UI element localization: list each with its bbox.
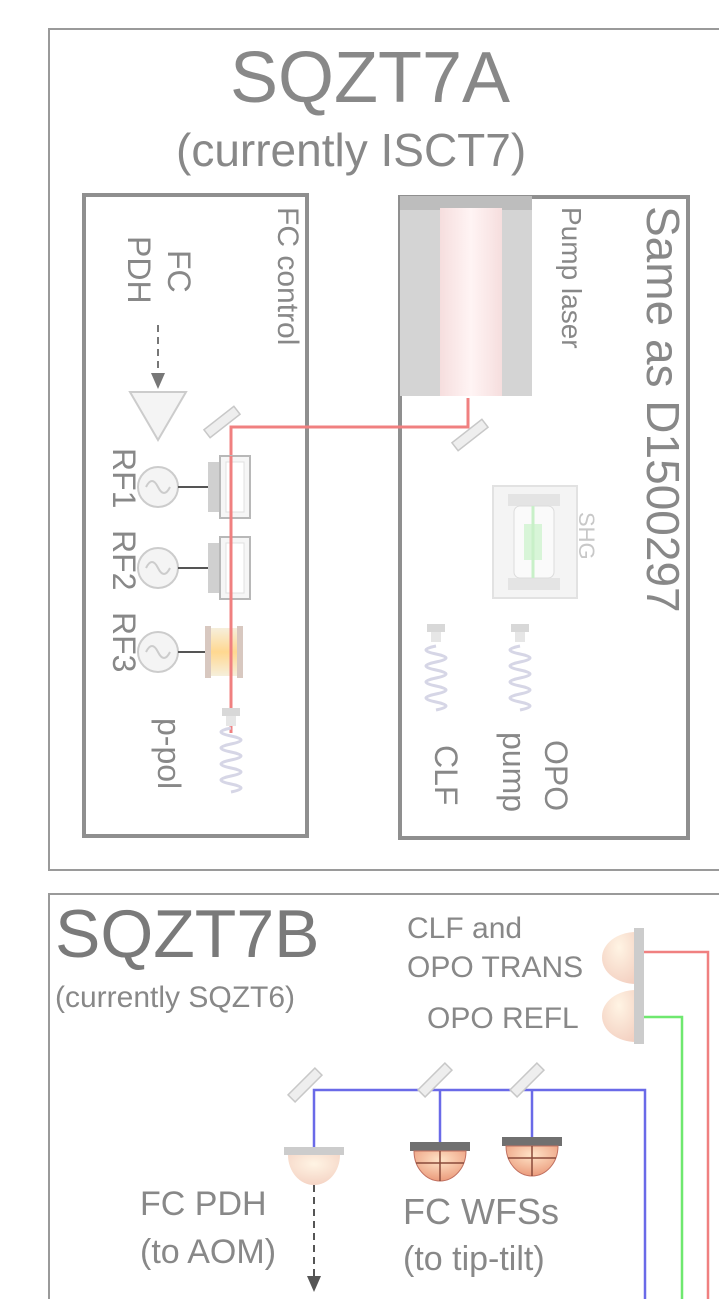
fc-pdh-label: FC PDH <box>140 1185 267 1223</box>
eom-1-icon <box>208 455 251 519</box>
opo-trans-label: OPO TRANS <box>407 951 584 984</box>
eom-3-icon <box>205 626 243 678</box>
mirror-icon <box>508 1061 546 1099</box>
fiber-opo-pump-icon <box>508 624 532 712</box>
photodiode-opo-refl-icon <box>602 986 644 1044</box>
panel-sqzt7a <box>48 28 719 871</box>
shg-icon <box>492 485 578 599</box>
blue-beam-b <box>312 1088 647 1299</box>
mirror-icon <box>202 405 242 439</box>
rf-source-3-icon <box>137 631 179 673</box>
fc-wfss-label: FC WFSs <box>403 1191 559 1232</box>
photodiode-fc-pdh-icon <box>284 1147 344 1185</box>
photodiode-clf-trans-icon <box>602 928 644 986</box>
rf-source-1-icon <box>137 466 179 508</box>
red-beam-b <box>644 950 710 1299</box>
same-as-box <box>398 195 690 840</box>
panel-b-title: SQZT7B <box>55 896 320 972</box>
opo-refl-label: OPO REFL <box>427 1002 579 1035</box>
panel-a-title: SQZT7A <box>230 38 511 118</box>
arrow-head-icon <box>151 373 165 389</box>
fc-control-box <box>82 193 309 838</box>
to-aom-label: (to AOM) <box>140 1233 277 1271</box>
rf-source-2-icon <box>137 547 179 589</box>
mirror-icon <box>416 1061 454 1099</box>
pump-laser-icon <box>400 196 532 396</box>
qpd-1-icon <box>410 1142 470 1182</box>
panel-sqzt7b <box>48 893 719 1299</box>
qpd-2-icon <box>502 1137 562 1177</box>
clf-and-label: CLF and <box>407 912 523 945</box>
arrow-head-icon <box>307 1276 321 1292</box>
panel-a-subtitle: (currently ISCT7) <box>176 124 527 176</box>
fiber-clf-icon <box>424 624 448 712</box>
to-tip-tilt-label: (to tip-tilt) <box>403 1240 545 1278</box>
green-beam-b <box>644 1015 684 1299</box>
red-beam-a <box>229 398 470 733</box>
mirror-icon <box>286 1066 324 1104</box>
mirror-icon <box>450 418 490 452</box>
panel-b-subtitle: (currently SQZT6) <box>55 981 296 1014</box>
fiber-ppol-icon <box>219 708 243 794</box>
eom-2-icon <box>208 536 251 600</box>
amplifier-icon <box>128 391 188 442</box>
